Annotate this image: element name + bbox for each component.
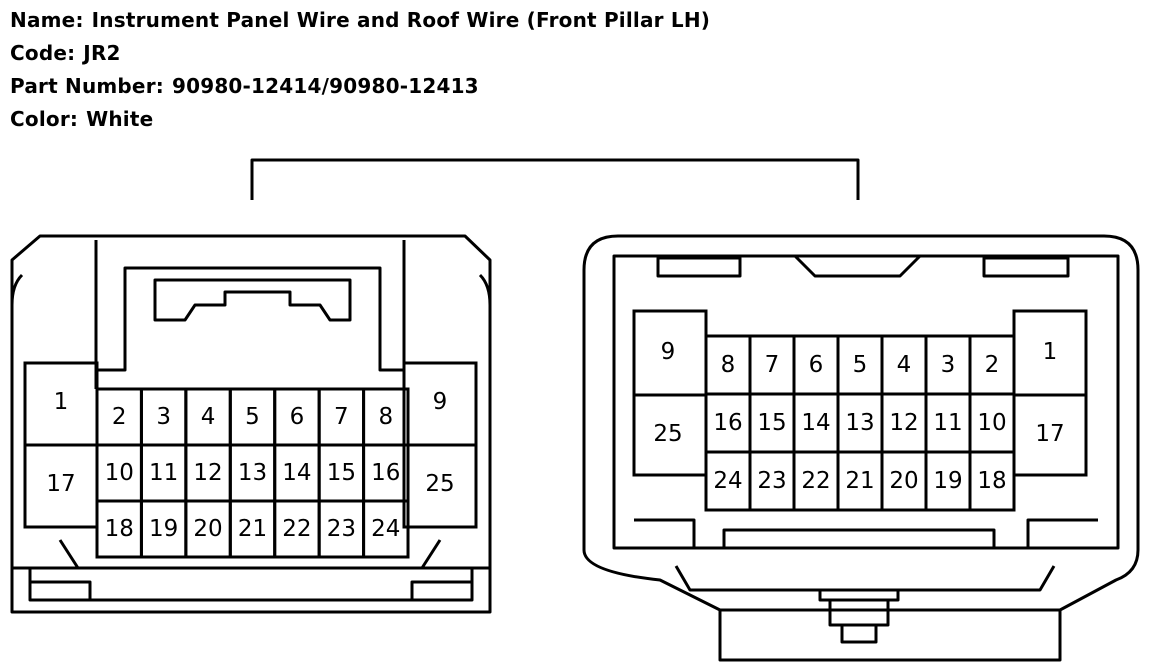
pin-number: 21 xyxy=(845,468,874,494)
pin-number: 15 xyxy=(327,460,356,486)
pin-number: 10 xyxy=(105,460,134,486)
pin-number: 1 xyxy=(54,389,69,415)
view-bracket xyxy=(250,158,860,200)
pin-number: 9 xyxy=(661,339,676,365)
pin-cavity xyxy=(362,499,410,559)
pin-number: 11 xyxy=(149,460,178,486)
pin-number: 12 xyxy=(889,410,918,436)
pin-number: 7 xyxy=(765,352,780,378)
part-number-label: Part Number: xyxy=(10,74,164,98)
pin-number: 5 xyxy=(245,404,260,430)
pin-number: 24 xyxy=(713,468,742,494)
pin-number: 20 xyxy=(193,516,222,542)
code-label: Code: xyxy=(10,41,76,65)
pin-number: 5 xyxy=(853,352,868,378)
pin-number: 16 xyxy=(371,460,400,486)
name-value: Instrument Panel Wire and Roof Wire (Fro… xyxy=(91,8,711,32)
pin-number: 11 xyxy=(933,410,962,436)
pin-number: 8 xyxy=(721,352,736,378)
pin-number: 2 xyxy=(112,404,127,430)
part-number-value: 90980-12414/90980-12413 xyxy=(171,74,479,98)
color-label: Color: xyxy=(10,107,79,131)
right-pin-grid xyxy=(632,309,1088,512)
pin-number: 4 xyxy=(897,352,912,378)
pin-number: 3 xyxy=(941,352,956,378)
pin-number: 20 xyxy=(889,468,918,494)
pin-number: 19 xyxy=(149,516,178,542)
pin-number: 15 xyxy=(757,410,786,436)
pin-number: 9 xyxy=(433,389,448,415)
pin-number: 14 xyxy=(282,460,311,486)
pin-number: 24 xyxy=(371,516,400,542)
pin-number: 18 xyxy=(977,468,1006,494)
pin-number: 17 xyxy=(46,471,75,497)
pin-number: 19 xyxy=(933,468,962,494)
pin-number: 17 xyxy=(1035,421,1064,447)
name-row: Name: Instrument Panel Wire and Roof Wire… xyxy=(10,8,710,32)
pin-number: 25 xyxy=(425,471,454,497)
left-connector-body xyxy=(10,234,492,614)
pin-number: 14 xyxy=(801,410,830,436)
pin-cavity xyxy=(968,450,1016,512)
pin-number: 8 xyxy=(378,404,393,430)
pin-number: 6 xyxy=(809,352,824,378)
code-value: JR2 xyxy=(83,41,121,65)
pin-number: 18 xyxy=(105,516,134,542)
part-number-row: Part Number: 90980-12414/90980-12413 xyxy=(10,74,479,98)
pin-number: 21 xyxy=(238,516,267,542)
pin-number: 12 xyxy=(193,460,222,486)
pin-number: 3 xyxy=(156,404,171,430)
code-row: Code: JR2 xyxy=(10,41,121,65)
pin-number: 1 xyxy=(1043,339,1058,365)
right-connector-body xyxy=(582,234,1140,662)
pin-number: 23 xyxy=(327,516,356,542)
pin-number: 7 xyxy=(334,404,349,430)
pin-number: 13 xyxy=(845,410,874,436)
color-value: White xyxy=(86,107,154,131)
pin-number: 22 xyxy=(801,468,830,494)
pin-number: 22 xyxy=(282,516,311,542)
pin-number: 16 xyxy=(713,410,742,436)
pin-number: 10 xyxy=(977,410,1006,436)
pin-number: 23 xyxy=(757,468,786,494)
pin-number: 6 xyxy=(290,404,305,430)
color-row: Color: White xyxy=(10,107,153,131)
pin-number: 13 xyxy=(238,460,267,486)
pin-number: 25 xyxy=(653,421,682,447)
pin-number: 2 xyxy=(985,352,1000,378)
left-pin-grid xyxy=(23,361,478,559)
name-label: Name: xyxy=(10,8,84,32)
pin-number: 4 xyxy=(201,404,216,430)
